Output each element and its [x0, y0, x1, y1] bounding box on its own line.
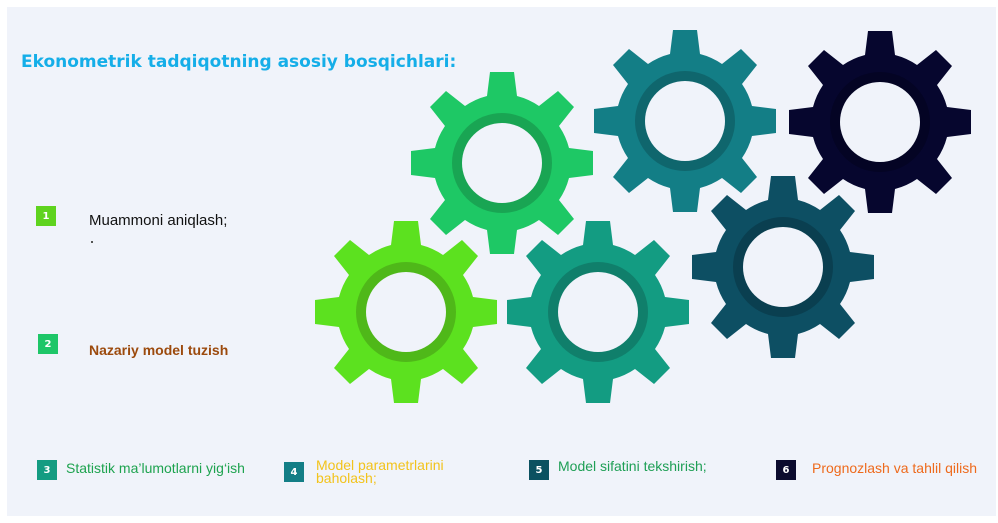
- step-4-badge: 4: [284, 462, 304, 482]
- gear-icon-dark-teal: [594, 30, 776, 212]
- step-2-label: Nazariy model tuzish: [89, 342, 229, 358]
- step-4-label: Model parametrlarini baholash;: [316, 457, 444, 486]
- gear-icon-petrol: [692, 176, 874, 358]
- gear-icon-lime: [315, 221, 497, 403]
- step-6-badge: 6: [776, 460, 796, 480]
- step-3-badge: 3: [37, 460, 57, 480]
- step-6-label: Prognozlash va tahlil qilish: [812, 460, 977, 476]
- step-1-label: Muammoni aniqlash;: [89, 212, 228, 229]
- step-1-badge: 1: [36, 206, 56, 226]
- step-4-label-line1: Model parametrlarini: [316, 457, 444, 473]
- step-5-label: Model sifatini tekshirish;: [558, 458, 707, 474]
- page-title: Ekonometrik tadqiqotning asosiy bosqichl…: [21, 52, 457, 72]
- gear-icon-teal: [507, 221, 689, 403]
- step-4-label-line2: baholash;: [316, 470, 377, 486]
- bullet-dot: [91, 241, 93, 243]
- step-5-badge: 5: [529, 460, 549, 480]
- step-3-label: Statistik ma’lumotlarni yig‘ish: [66, 460, 245, 476]
- step-2-badge: 2: [38, 334, 58, 354]
- gear-icon-navy: [789, 31, 971, 213]
- gear-icon-green: [411, 72, 593, 254]
